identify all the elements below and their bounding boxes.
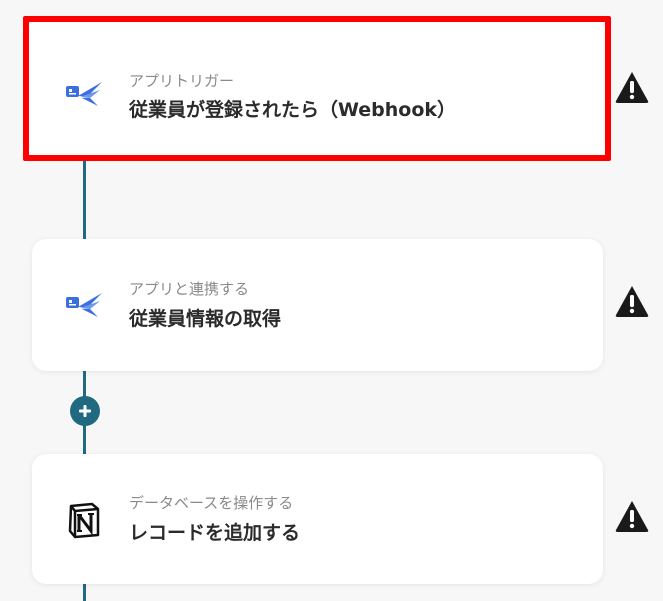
flow-connector-line [83, 583, 86, 601]
app-bird-icon [64, 74, 104, 114]
plus-icon [79, 405, 91, 417]
flow-connector-line [83, 158, 86, 240]
flow-step-trigger[interactable]: アプリトリガー 従業員が登録されたら（Webhook） [23, 16, 611, 161]
warning-icon[interactable] [614, 70, 650, 104]
step-subtitle: アプリと連携する [129, 280, 250, 298]
add-step-button[interactable] [70, 396, 100, 426]
warning-icon[interactable] [614, 284, 650, 318]
step-title: レコードを追加する [129, 522, 301, 544]
notion-icon [64, 500, 104, 540]
step-subtitle: アプリトリガー [129, 72, 235, 90]
app-bird-icon [64, 285, 104, 325]
step-title: 従業員情報の取得 [129, 308, 282, 330]
step-title: 従業員が登録されたら（Webhook） [129, 99, 457, 121]
warning-icon[interactable] [614, 499, 650, 533]
flow-step-add-record[interactable]: データベースを操作する レコードを追加する [32, 454, 603, 584]
flow-step-get-employee[interactable]: アプリと連携する 従業員情報の取得 [32, 239, 603, 371]
step-subtitle: データベースを操作する [129, 494, 294, 512]
